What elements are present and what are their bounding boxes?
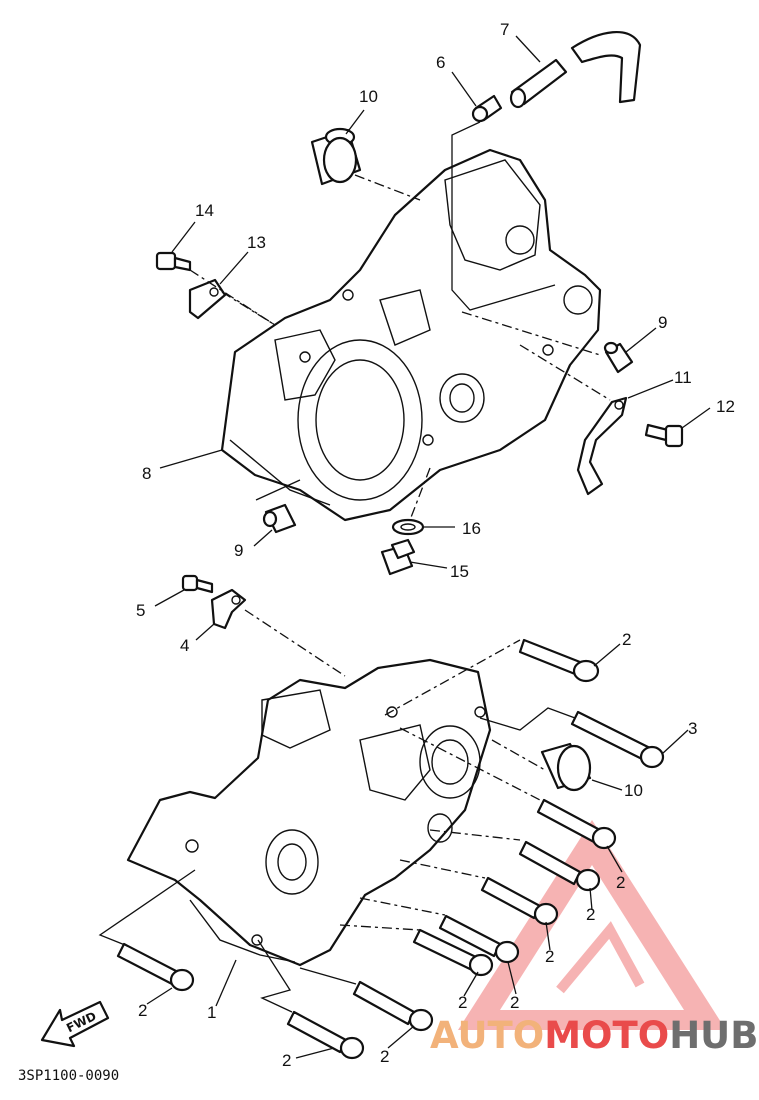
watermark-brand: AUTOMOTOHUB [430,1014,758,1057]
dowel-pin-upper [603,341,634,374]
dowel-pin-lower [262,503,297,534]
bolt-14 [155,251,192,272]
callout-leaders [146,35,711,1059]
callout-2-upper: 2 [622,630,631,649]
left-crankcase-half [126,658,492,967]
bolt-2-right-c [480,876,559,926]
watermark-moto: MOTO [544,1014,669,1057]
callout-9-lower: 9 [234,541,243,560]
callout-16: 16 [462,519,481,538]
drain-plug-15 [380,538,416,576]
bolt-2-mid [412,928,494,977]
watermark-logo [458,820,726,1030]
callout-1: 1 [207,1003,216,1022]
clamp-11 [576,396,628,496]
forward-direction-arrow: FWD [40,1000,110,1048]
callout-15: 15 [450,562,469,581]
callout-7: 7 [500,20,509,39]
bolt-2-right-b [518,840,601,892]
callout-2-right-a: 2 [616,873,625,892]
screw-5 [181,574,214,594]
callout-2-right-d: 2 [510,993,519,1012]
callout-2-right-b: 2 [586,905,595,924]
callout-12: 12 [716,397,735,416]
callout-11: 11 [674,368,692,387]
callout-2-bottom-a: 2 [380,1047,389,1066]
callout-2-mid: 2 [458,993,467,1012]
callout-2-left: 2 [138,1001,147,1020]
callout-9-upper: 9 [658,313,667,332]
bolt-12 [644,423,684,448]
callout-10-bottom: 10 [624,781,643,800]
right-crankcase-half [220,148,602,522]
callout-2-bottom-b: 2 [282,1051,291,1070]
bolt-2-bottom-b [286,1010,365,1060]
bracket-4 [210,588,247,630]
bearing-bottom [540,742,592,792]
bolt-2-upper [518,638,600,683]
callout-labels: 7 6 10 14 13 9 11 12 8 16 9 15 5 4 2 3 1… [136,20,735,1070]
callout-4: 4 [180,636,189,655]
callout-13: 13 [247,233,266,252]
callout-8: 8 [142,464,151,483]
breather-nipple [471,94,503,123]
callout-14: 14 [195,201,214,220]
callout-5: 5 [136,601,145,620]
callout-3: 3 [688,719,697,738]
callout-10-top: 10 [359,87,378,106]
gasket-16 [391,518,425,536]
watermark-hub: HUB [669,1014,758,1057]
bolt-2-right-a [536,798,617,850]
breather-hose [509,31,642,109]
plate-13 [188,278,227,320]
bolt-2-bottom-a [352,980,434,1032]
bearing-top [310,127,362,186]
svg-text:AUTOMOTOHUB: AUTOMOTOHUB [430,1014,758,1057]
bolt-3 [570,710,665,769]
diagram-reference-code: 3SP1100-0090 [18,1068,119,1084]
alignment-lines [98,121,611,1013]
watermark-auto: AUTO [430,1014,544,1057]
callout-6: 6 [436,53,445,72]
bolt-2-left [116,942,195,992]
bolt-2-right-d [438,914,520,964]
callout-2-right-c: 2 [545,947,554,966]
